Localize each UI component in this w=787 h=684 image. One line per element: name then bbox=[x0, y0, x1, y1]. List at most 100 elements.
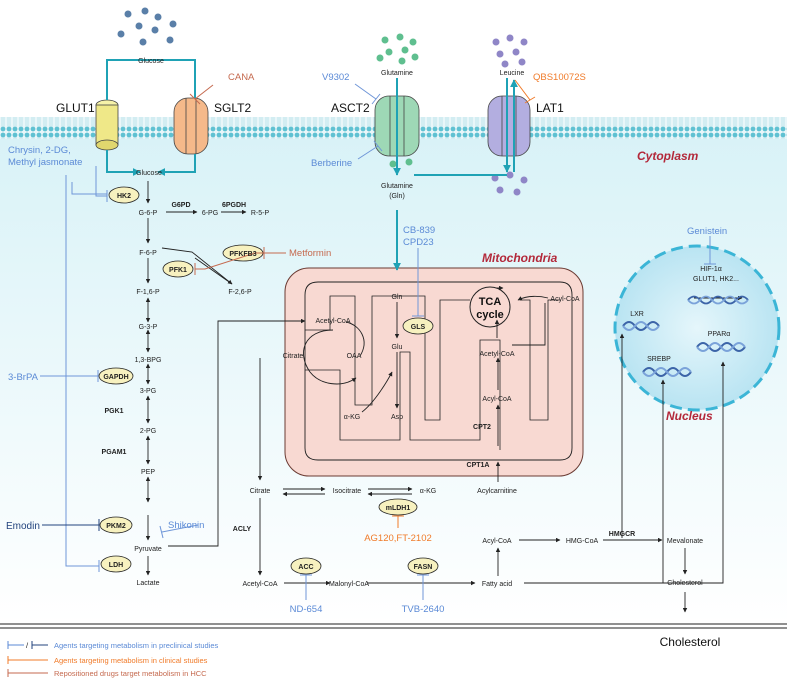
srebp-dna-icon bbox=[642, 367, 692, 377]
acylcoa-cyto-label: Acyl-CoA bbox=[482, 538, 512, 545]
f16p-label: F-1,6-P bbox=[136, 289, 160, 296]
pkm2-label: PKM2 bbox=[106, 523, 126, 530]
3brpa-drug-label: 3-BrPA bbox=[8, 372, 39, 383]
leucine-molecules bbox=[492, 34, 528, 68]
malonylcoa-label: Malonyl-CoA bbox=[329, 581, 369, 588]
pfk1-enzyme bbox=[162, 260, 194, 278]
berberine-drug-label: Berberine bbox=[311, 158, 352, 169]
pkm2-enzyme bbox=[99, 516, 133, 534]
acylcoa-mito2-label: Acyl-CoA bbox=[482, 396, 512, 403]
cholesterol-big-label: Cholesterol bbox=[660, 635, 721, 649]
citrate-mito-label: Citrate bbox=[283, 353, 304, 360]
srebp-label: SREBP bbox=[647, 356, 671, 363]
lat1-transporter bbox=[487, 95, 531, 157]
metformin-drug-label: Metformin bbox=[289, 248, 331, 259]
gls-label: GLS bbox=[411, 324, 426, 331]
g3p-label: G-3-P bbox=[139, 324, 158, 331]
pfkfb3-label: PFKFB3 bbox=[229, 251, 256, 258]
hmgcr-label: HMGCR bbox=[609, 531, 635, 538]
hif-dna-icon bbox=[687, 295, 749, 305]
6pg-label: 6-PG bbox=[202, 210, 218, 217]
glu-label: Glu bbox=[392, 344, 403, 351]
13bpg-label: 1,3-BPG bbox=[135, 357, 162, 364]
v9302-drug-label: V9302 bbox=[322, 72, 349, 83]
glucose-inside-label: Glucose bbox=[136, 170, 162, 177]
gln-mito-label: Gln bbox=[392, 294, 403, 301]
shikonin-drug-label: Shikonin bbox=[168, 520, 204, 531]
ldh-enzyme bbox=[100, 555, 132, 573]
acetylcoa-mito-label: Acetyl-CoA bbox=[315, 318, 350, 325]
akg-cyto-label: α-KG bbox=[420, 488, 437, 495]
f6p-label: F-6-P bbox=[139, 250, 157, 257]
glucose-outside-label: Glucose bbox=[138, 58, 164, 65]
mevalonate-label: Mevalonate bbox=[667, 538, 703, 545]
mldh1-label: mLDH1 bbox=[386, 505, 411, 512]
oaa-label: OAA bbox=[347, 353, 362, 360]
cb839-drug-label: CB-839 bbox=[403, 225, 435, 236]
glucose-molecules bbox=[117, 7, 177, 46]
cpd23-drug-label: CPD23 bbox=[403, 237, 434, 248]
acly-label: ACLY bbox=[233, 526, 252, 533]
ppar-label: PPARα bbox=[708, 331, 731, 338]
hk2-label: HK2 bbox=[117, 193, 131, 200]
g6pd-label: G6PD bbox=[171, 202, 190, 209]
pep-label: PEP bbox=[141, 469, 155, 476]
glut1-transporter bbox=[95, 99, 119, 151]
fasn-enzyme bbox=[407, 557, 439, 575]
sglt2-label: SGLT2 bbox=[214, 101, 251, 115]
legend-separator: / bbox=[26, 641, 29, 650]
lxr-dna-icon bbox=[622, 321, 660, 331]
hif-targets-label: GLUT1, HK2... bbox=[693, 276, 739, 283]
nd654-drug-label: ND-654 bbox=[290, 604, 323, 615]
glut1-label: GLUT1 bbox=[56, 101, 95, 115]
gapdh-label: GAPDH bbox=[103, 374, 128, 381]
hmgcoa-label: HMG-CoA bbox=[566, 538, 599, 545]
mitochondria bbox=[284, 267, 584, 477]
fattyacid-label: Fatty acid bbox=[482, 581, 512, 588]
pfk1-label: PFK1 bbox=[169, 267, 187, 274]
tca-cycle-label: cycle bbox=[476, 309, 504, 321]
mitochondria-title: Mitochondria bbox=[482, 251, 558, 265]
acetylcoa-mito2-label: Acetyl-CoA bbox=[479, 351, 514, 358]
akg-mito-label: α-KG bbox=[344, 414, 361, 421]
lat1-label: LAT1 bbox=[536, 101, 564, 115]
glutamine-outside-label: Glutamine bbox=[381, 70, 413, 77]
cpt2-label: CPT2 bbox=[473, 424, 491, 431]
cpt1a-label: CPT1A bbox=[467, 462, 490, 469]
acylcoa-mito-label: Acyl-CoA bbox=[550, 296, 580, 303]
lxr-label: LXR bbox=[630, 311, 644, 318]
glutamine-molecules bbox=[376, 33, 419, 65]
asct2-label: ASCT2 bbox=[331, 101, 370, 115]
nucleus-title: Nucleus bbox=[666, 409, 713, 423]
pgk1-label: PGK1 bbox=[104, 408, 123, 415]
asp-label: Asp bbox=[391, 414, 403, 421]
6pgdh-label: 6PGDH bbox=[222, 202, 246, 209]
lactate-label: Lactate bbox=[137, 580, 160, 587]
qbs10072s-drug-label: QBS10072S bbox=[533, 72, 586, 83]
tvb2640-drug-label: TVB-2640 bbox=[402, 604, 445, 615]
hif-label: HIF-1α bbox=[700, 266, 722, 273]
cholesterol-small-label: Cholesterol bbox=[667, 580, 703, 587]
acc-label: ACC bbox=[298, 564, 313, 571]
hk2-enzyme bbox=[108, 186, 140, 204]
2pg-label: 2-PG bbox=[140, 428, 156, 435]
legend-preclinical: Agents targeting metabolism in preclinic… bbox=[54, 641, 218, 650]
legend-repositioned: Repositioned drugs target metabolism in … bbox=[54, 669, 207, 678]
glutamine-inside-label: Glutamine bbox=[381, 183, 413, 190]
cytoplasm-title: Cytoplasm bbox=[637, 149, 699, 163]
ag120-drug-label: AG120,FT-2102 bbox=[364, 533, 432, 544]
cana-drug-label: CANA bbox=[228, 72, 255, 83]
genistein-drug-label: Genistein bbox=[687, 226, 727, 237]
nucleus bbox=[613, 244, 781, 412]
gls-enzyme bbox=[402, 317, 434, 335]
legend-clinical: Agents targeting metabolism in clinical … bbox=[54, 656, 208, 665]
ppar-dna-icon bbox=[696, 342, 746, 352]
fasn-label: FASN bbox=[414, 564, 433, 571]
gln-paren-label: (Gln) bbox=[389, 193, 405, 200]
emodin-drug-label: Emodin bbox=[6, 521, 40, 532]
methyl-jasmonate-drug-label: Methyl jasmonate bbox=[8, 157, 82, 168]
mldh1-enzyme bbox=[378, 498, 418, 516]
leucine-molecules-inside bbox=[491, 171, 528, 196]
